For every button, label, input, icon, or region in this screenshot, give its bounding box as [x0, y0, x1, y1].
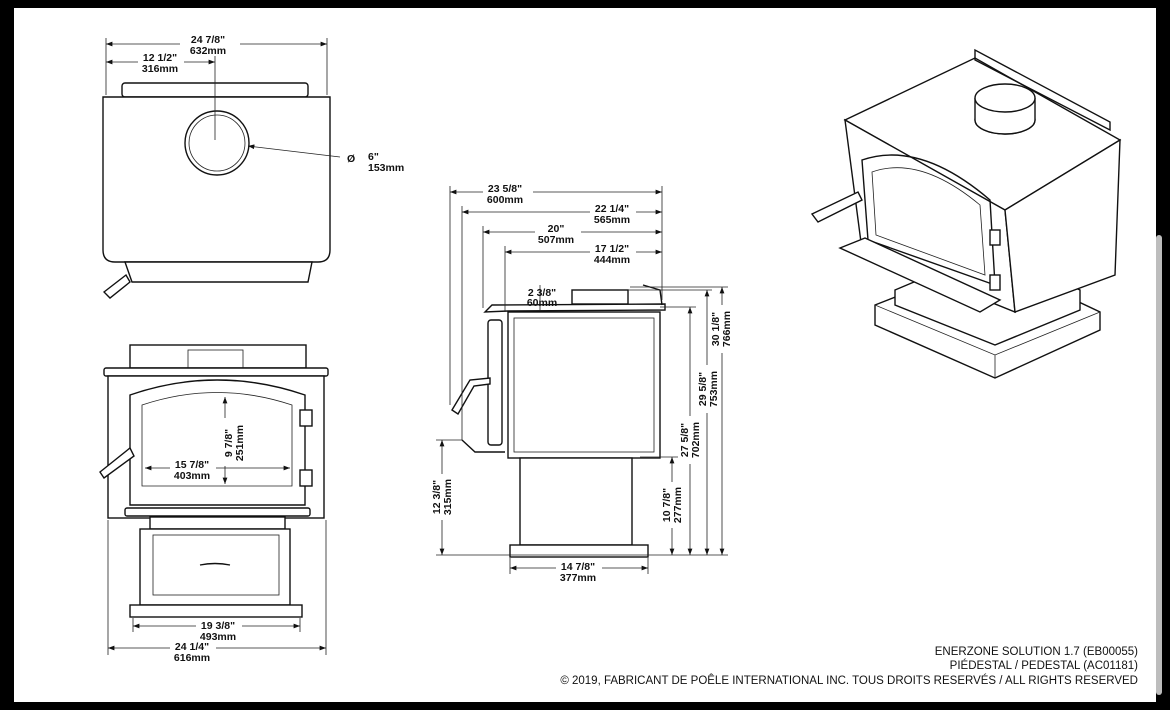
- dim-flue-center-mm: 316mm: [142, 63, 178, 75]
- dim-flue-diameter-symbol: Ø: [347, 153, 355, 165]
- dim-overall-height-mm: 766mm: [721, 311, 733, 347]
- dim-glass-height-in: 9 7/8": [223, 429, 235, 457]
- dim-door-sill-height-in: 12 3/8": [431, 480, 443, 514]
- flue-collar: [184, 110, 250, 176]
- dim-glass-width-mm: 403mm: [174, 470, 210, 482]
- dim-depth-3-in: 20": [548, 223, 565, 235]
- dim-top-overall-mm: 632mm: [190, 45, 226, 57]
- dim-flue-diameter-in: 6": [368, 151, 379, 163]
- scrollbar[interactable]: [1156, 235, 1162, 695]
- dim-pedestal-height-in: 10 7/8": [661, 488, 673, 522]
- dim-top-overall-in: 24 7/8": [191, 34, 225, 46]
- dim-side-overall-depth-mm: 600mm: [487, 194, 523, 206]
- dim-pedestal-height-mm: 277mm: [672, 487, 684, 523]
- dim-depth-2-mm: 565mm: [594, 214, 630, 226]
- top-view: 24 7/8" 632mm 12 1/2" 316mm Ø 6" 153mm: [102, 32, 404, 299]
- footer-copyright: © 2019, FABRICANT DE POÊLE INTERNATIONAL…: [560, 675, 1138, 687]
- dim-base-width-in: 19 3/8": [201, 620, 235, 632]
- dim-flue-height-in: 29 5/8": [697, 372, 709, 406]
- dim-depth-4-in: 17 1/2": [595, 243, 629, 255]
- dim-glass-width-in: 15 7/8": [175, 459, 209, 471]
- dim-overall-height-in: 30 1/8": [710, 312, 722, 346]
- dim-top-height-in: 27 5/8": [679, 423, 691, 457]
- dim-front-overall-mm: 616mm: [174, 652, 210, 664]
- dim-front-overall-in: 24 1/4": [175, 641, 209, 653]
- side-view: 23 5/8" 600mm 22 1/4" 565mm 20" 507mm 17…: [430, 182, 736, 584]
- dim-door-sill-height-mm: 315mm: [442, 479, 454, 515]
- dim-glass-height-mm: 251mm: [234, 425, 246, 461]
- dim-flue-diameter-mm: 153mm: [368, 162, 404, 174]
- dim-flue-center-in: 12 1/2": [143, 52, 177, 64]
- footer-model: ENERZONE SOLUTION 1.7 (EB00055): [934, 646, 1138, 658]
- dim-depth-3-mm: 507mm: [538, 234, 574, 246]
- dim-flue-offset-mm: 60mm: [527, 297, 557, 309]
- dim-depth-4-mm: 444mm: [594, 254, 630, 266]
- dim-top-height-mm: 702mm: [690, 422, 702, 458]
- dim-side-overall-depth-in: 23 5/8": [488, 183, 522, 195]
- dim-flue-offset-in: 2 3/8": [528, 287, 556, 299]
- footer-pedestal: PIÉDESTAL / PEDESTAL (AC01181): [949, 660, 1138, 672]
- isometric-view: [810, 48, 1122, 379]
- dim-base-depth-mm: 377mm: [560, 572, 596, 584]
- front-view: 15 7/8" 403mm 9 7/8" 251mm 19 3/8" 493mm…: [99, 344, 329, 664]
- dim-flue-height-mm: 753mm: [708, 371, 720, 407]
- dim-base-depth-in: 14 7/8": [561, 561, 595, 573]
- dim-depth-2-in: 22 1/4": [595, 203, 629, 215]
